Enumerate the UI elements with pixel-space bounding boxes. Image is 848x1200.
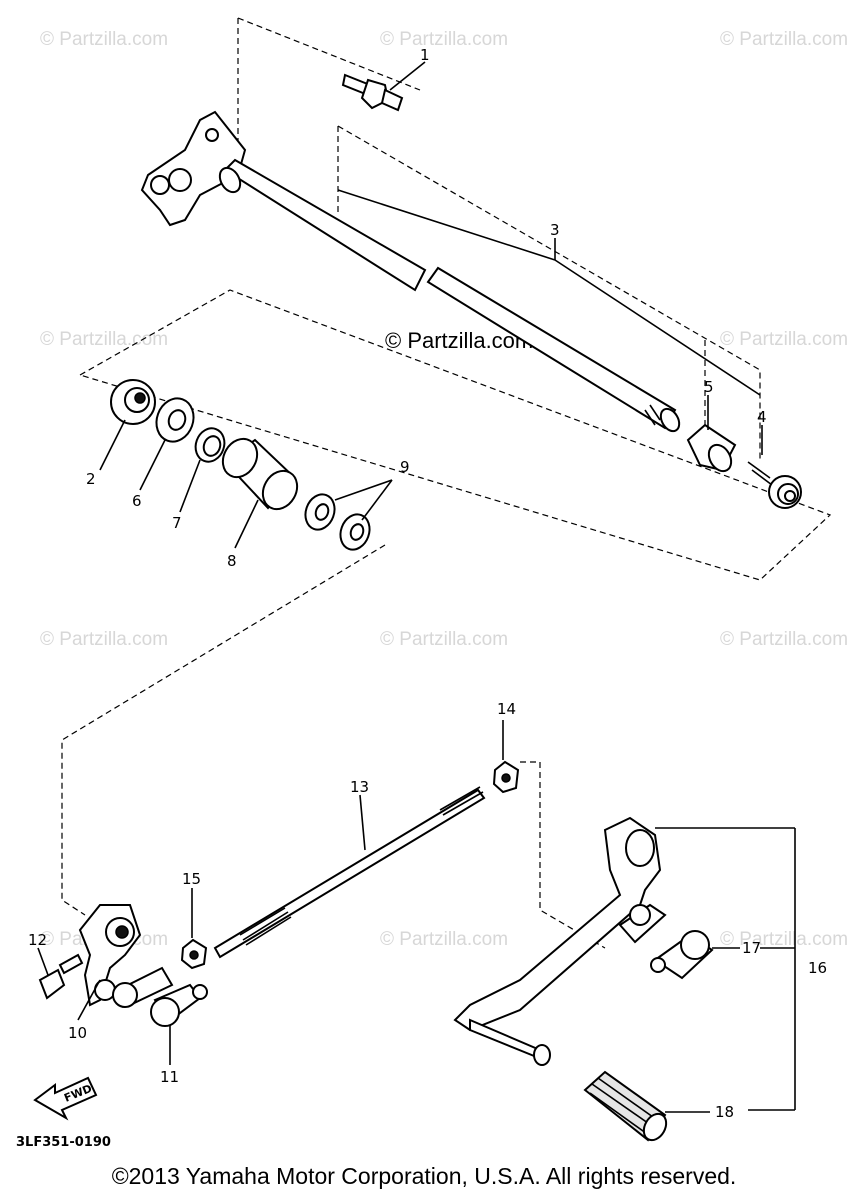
diagram-code: 3LF351-0190 [16,1135,111,1150]
pedal-rubber-part-18 [583,1070,668,1142]
watermark: © Partzilla.com [40,29,168,50]
callout-5: 5 [704,378,714,396]
callout-9: 9 [400,458,410,476]
nut-part-15 [180,938,208,970]
callout-3: 3 [550,221,560,239]
leader-line [77,979,101,1021]
oil-seal-part-2 [110,379,156,425]
watermark: © Partzilla.com [720,329,848,350]
collar-part-5 [686,423,737,473]
callout-labels: 1 3 5 4 2 6 7 8 9 14 13 15 12 10 11 17 1… [28,46,827,1121]
leader-line [359,794,366,851]
callout-15: 15 [182,870,201,888]
watermark: © Partzilla.com [380,929,508,950]
shift-rod-part-13 [213,786,486,959]
callout-12: 12 [28,931,47,949]
watermark: © Partzilla.com [40,629,168,650]
bolt-part-1 [341,73,404,112]
rod-joint-part-17 [650,930,714,980]
collar-part-8 [221,437,299,511]
callout-13: 13 [350,778,369,796]
watermark: © Partzilla.com [380,29,508,50]
shift-shaft [140,110,681,433]
nut-part-14 [492,760,520,794]
leader-line [179,459,201,513]
callout-6: 6 [132,492,142,510]
assembly-line [337,125,761,460]
washer-part-9 [304,493,371,551]
shift-arm-part-10 [78,904,142,1007]
watermark: © Partzilla.com [380,629,508,650]
leader-line [334,479,393,501]
leader-line [361,479,393,521]
watermark: © Partzilla.com [720,629,848,650]
callout-4: 4 [757,408,767,426]
callout-11: 11 [160,1068,179,1086]
assembly-line [79,289,832,581]
assembly-line [61,544,386,916]
leader-line [99,419,126,471]
fwd-arrow-icon: FWD [33,1076,98,1121]
circlip-part-7 [194,427,226,463]
callout-10: 10 [68,1024,87,1042]
watermark: © Partzilla.com [40,329,168,350]
callout-18: 18 [715,1103,734,1121]
callout-14: 14 [497,700,516,718]
leader-line [389,61,426,91]
assembly-line [520,761,606,949]
leader-line [37,947,49,976]
shift-pedal-part-16 [453,816,667,1066]
copyright-notice: ©2013 Yamaha Motor Corporation, U.S.A. A… [111,1163,737,1189]
washer-part-6 [155,397,195,443]
callout-8: 8 [227,552,237,570]
callout-17: 17 [742,939,761,957]
leader-line [139,439,166,491]
callout-1: 1 [420,46,430,64]
bolt-part-12 [38,953,84,1000]
leader-line [337,189,556,261]
leader-line [234,499,259,549]
watermark: © Partzilla.com [720,29,848,50]
leader-line [554,259,761,396]
rod-joint-part-11 [112,966,208,1027]
assembly-line [237,17,421,91]
callout-16: 16 [808,959,827,977]
watermark: © Partzilla.com [720,929,848,950]
callout-2: 2 [86,470,96,488]
spring-part-4 [747,461,802,509]
callout-7: 7 [172,514,182,532]
